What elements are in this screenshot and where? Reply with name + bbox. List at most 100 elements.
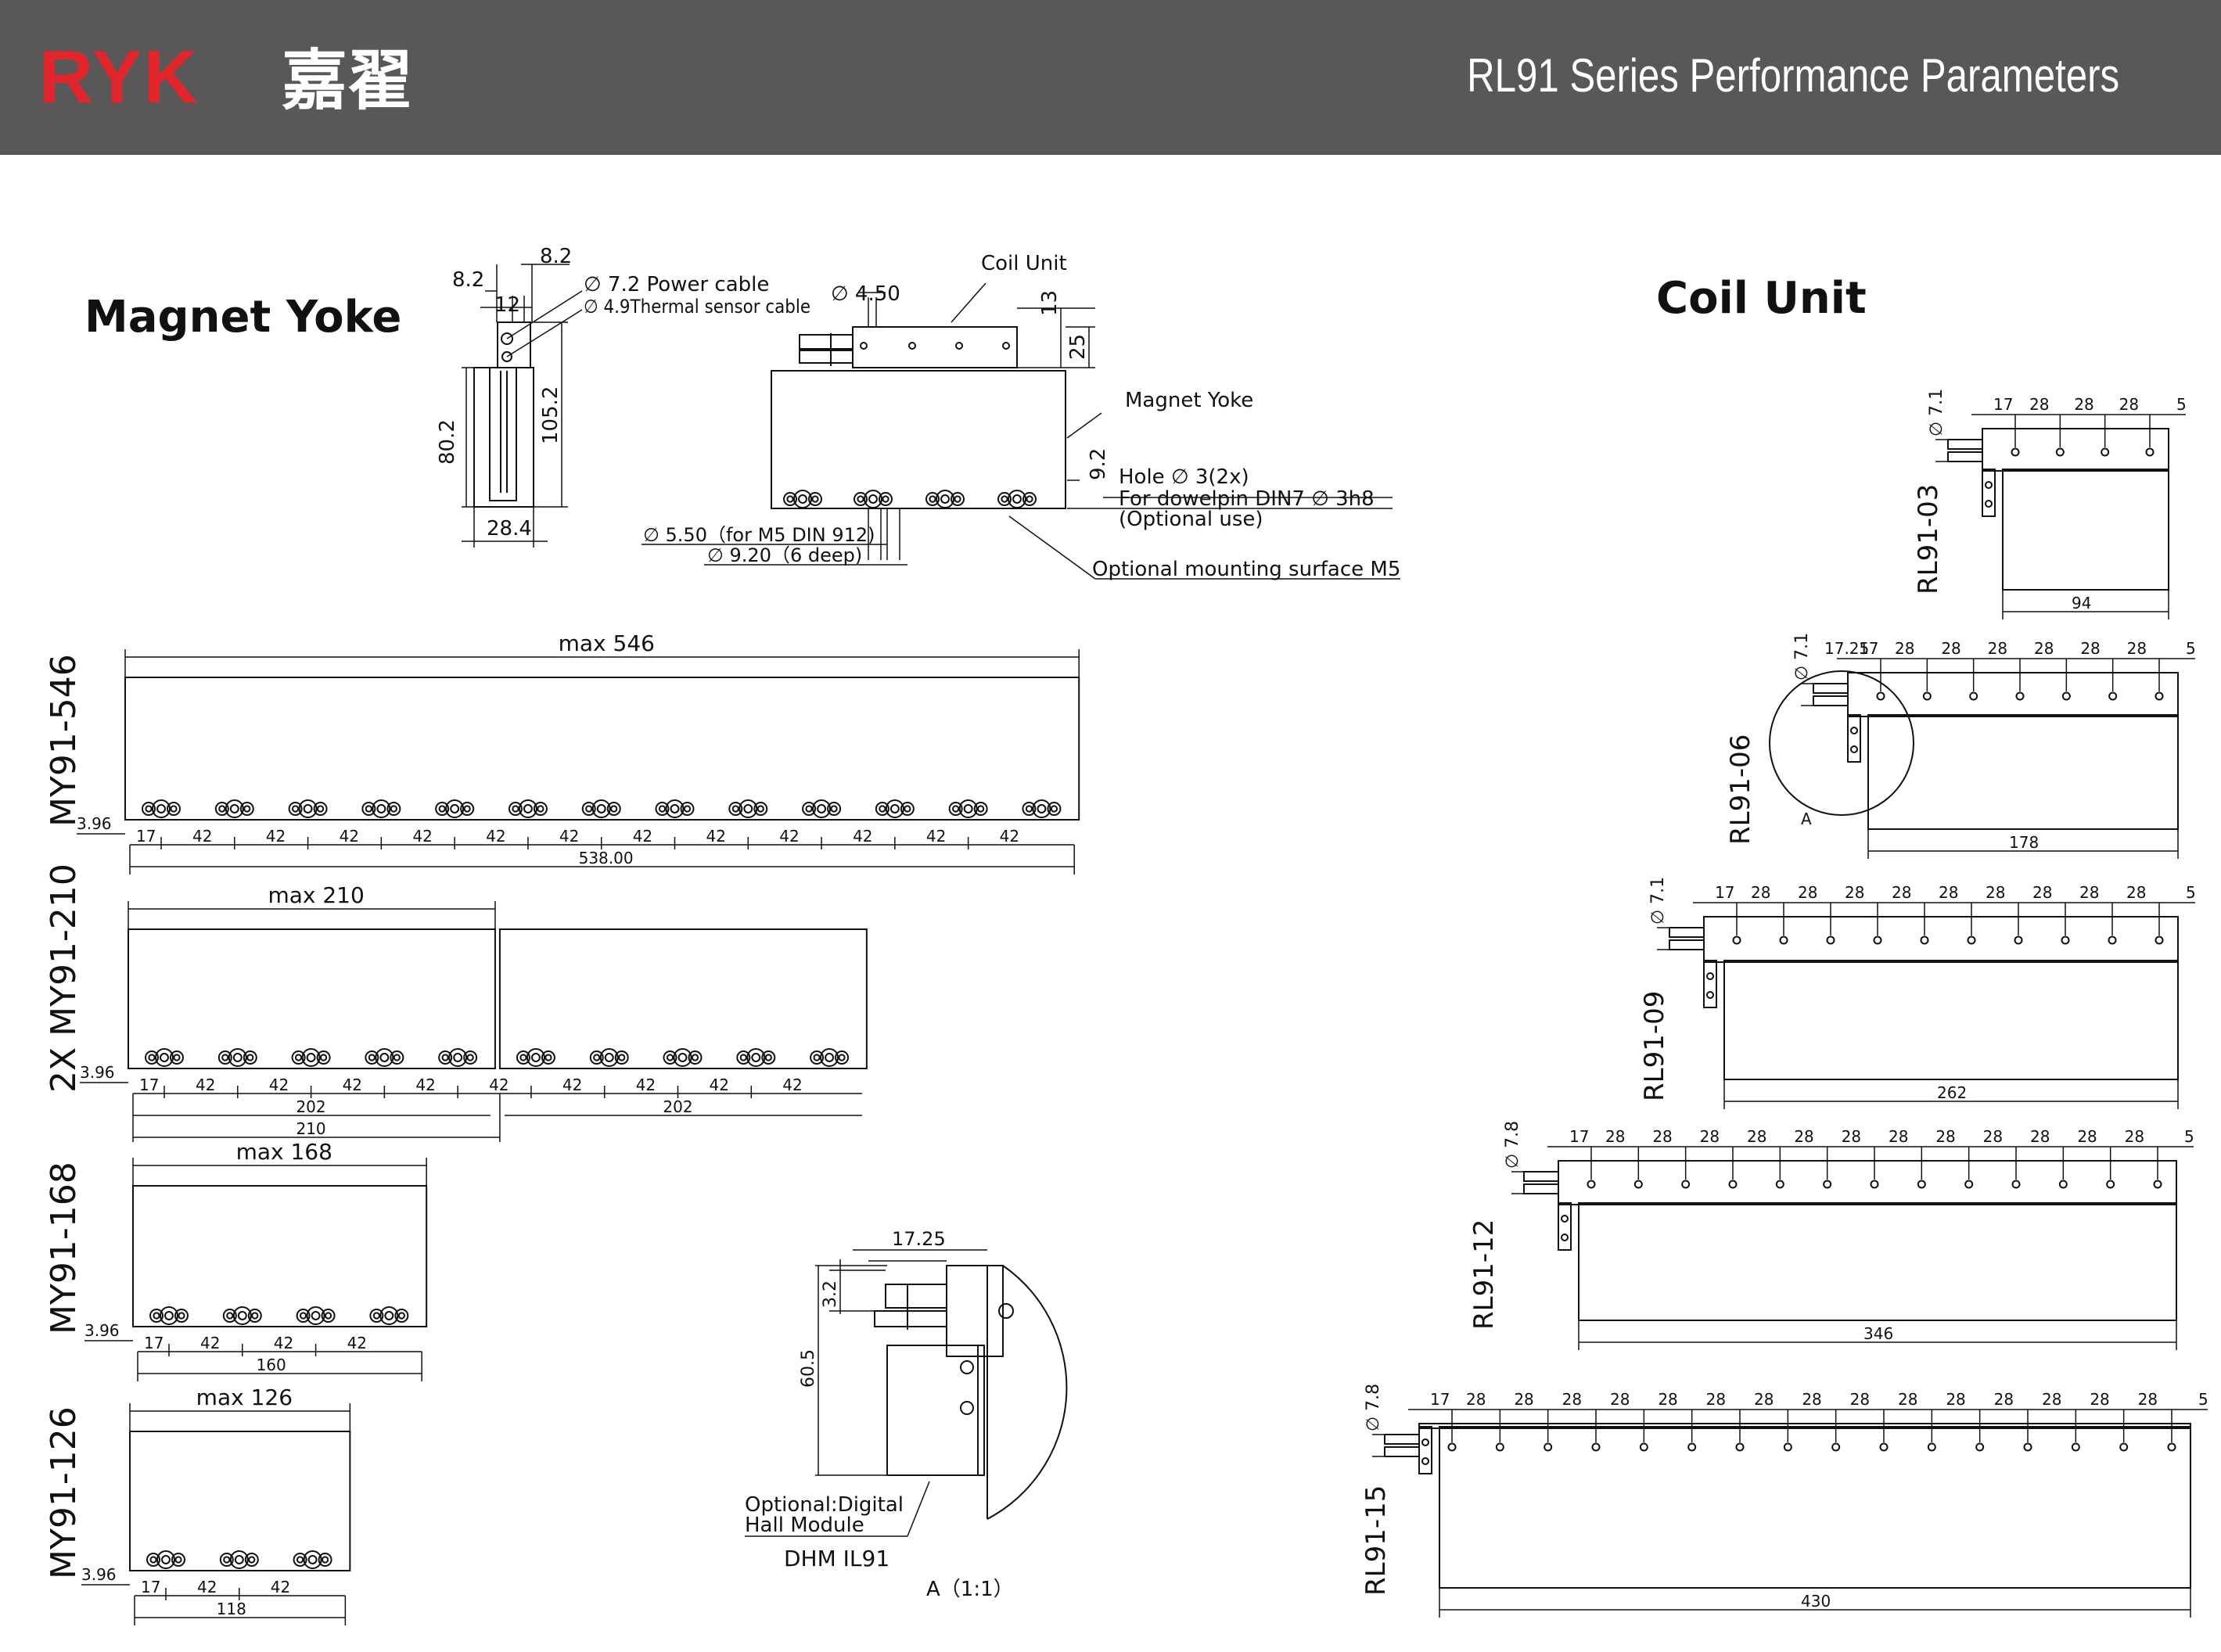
yoke-body	[124, 677, 1080, 821]
pitch-label: 42	[636, 1076, 656, 1094]
magnet-circle-inner	[243, 805, 251, 813]
magnet-circle-inner	[291, 805, 300, 813]
pitch-label: 28	[1754, 1390, 1774, 1409]
mounting-hole	[1823, 1180, 1832, 1189]
magnet-circle	[864, 490, 882, 508]
magnet-circle-inner	[438, 805, 446, 813]
magnet-circle	[291, 1050, 306, 1065]
first-pitch-label: 17	[1430, 1390, 1450, 1409]
magnet-circle-inner	[321, 1556, 329, 1564]
magnet-yoke-name: MY91-546	[44, 654, 84, 827]
magnet-circle-inner	[365, 805, 372, 813]
bracket-hole	[1985, 481, 1993, 489]
magnet-circle-inner	[229, 804, 239, 813]
mounting-hole	[1735, 1442, 1745, 1452]
mounting-hole	[2015, 691, 2025, 701]
magnet-circle-inner	[218, 805, 226, 813]
pitch-label: 42	[486, 827, 505, 846]
coil-top-plate	[1982, 428, 2169, 472]
magnet-circle	[160, 1306, 178, 1325]
pitch-label: 28	[1889, 1127, 1908, 1146]
pitch-label: 28	[1898, 1390, 1917, 1409]
magnet-circle	[688, 1050, 703, 1065]
magnet-circle	[225, 799, 244, 818]
coil-length-label: 94	[2072, 594, 2091, 612]
magnet-circle-inner	[757, 805, 764, 813]
mounting-hole	[1728, 1180, 1738, 1189]
mounting-surface-note: Optional mounting surface M5	[1092, 558, 1400, 581]
magnet-circle-inner	[940, 494, 950, 504]
magnet-circle-inner	[512, 805, 519, 813]
magnet-circle-inner	[857, 495, 864, 503]
magnet-circle	[746, 1048, 766, 1067]
first-pitch-label: 17	[144, 1334, 164, 1352]
magnet-circle-inner	[223, 1556, 231, 1564]
magnet-circle-inner	[311, 1311, 321, 1320]
magnet-circle-inner	[805, 805, 813, 813]
magnet-circle-inner	[174, 1556, 182, 1564]
pitch-label: 28	[1802, 1390, 1821, 1409]
magnet-circle-inner	[825, 1053, 835, 1062]
offset-label: 3.96	[84, 1321, 120, 1340]
magnet-circle-inner	[251, 1312, 259, 1320]
mounting-hole	[1964, 1180, 1974, 1189]
mounting-hole	[2119, 1442, 2129, 1452]
magnet-circle-inner	[658, 805, 667, 813]
magnet-circle	[663, 1050, 677, 1065]
magnet-circle-inner	[593, 1054, 601, 1061]
end-pitch-label: 5	[2186, 883, 2196, 902]
mounting-hole	[2011, 447, 2020, 457]
magnet-circle-inner	[232, 1053, 243, 1062]
coil-unit-name: RL91-06	[1725, 734, 1756, 845]
coil-body	[1723, 960, 2179, 1080]
mounting-hole	[2167, 1442, 2176, 1452]
pitch-label: 28	[1658, 1390, 1677, 1409]
pitch-label: 28	[2042, 1390, 2061, 1409]
magnet-circle	[219, 1553, 234, 1567]
magnet-circle-inner	[221, 1054, 229, 1061]
mounting-hole	[1967, 936, 1976, 945]
magnet-circle	[827, 802, 842, 816]
pitch-label: 28	[1706, 1390, 1726, 1409]
pitch-label: 28	[2119, 395, 2139, 414]
pitch-label: 28	[1946, 1390, 1965, 1409]
magnet-circle-inner	[670, 804, 680, 813]
magnet-circle-inner	[596, 804, 606, 813]
magnet-circle-inner	[376, 804, 386, 813]
magnet-circle-inner	[149, 1556, 157, 1564]
magnet-circle-inner	[393, 1054, 401, 1061]
magnet-circle-inner	[618, 1054, 626, 1061]
magnet-circle-inner	[1001, 495, 1008, 503]
magnet-circle-inner	[379, 1053, 390, 1062]
first-pitch-label: 17	[139, 1076, 159, 1094]
magnet-circle	[533, 802, 548, 816]
magnet-circle	[973, 802, 988, 816]
magnet-circle-inner	[838, 1054, 846, 1061]
magnet-circle-inner	[963, 804, 973, 813]
coil-length-label: 346	[1863, 1324, 1893, 1343]
magnet-circle-inner	[811, 495, 819, 503]
mounting-hole	[2108, 691, 2118, 701]
magnet-circle-inner	[153, 1312, 160, 1320]
cable-stub	[1523, 1171, 1559, 1182]
pitch-label: 42	[489, 1076, 509, 1094]
magnet-circle	[303, 1550, 322, 1569]
magnet-circle-inner	[813, 1054, 821, 1061]
magnet-yoke-name: MY91-168	[44, 1162, 84, 1334]
magnet-circle	[518, 799, 537, 818]
bracket-hole	[1561, 1234, 1569, 1241]
cable-stub	[1523, 1183, 1559, 1194]
magnet-circle-inner	[324, 1312, 332, 1320]
first-pitch-label: 17	[136, 827, 156, 846]
max-length-label: max 168	[236, 1139, 332, 1165]
magnet-circle	[589, 1050, 604, 1065]
cable-stub	[1813, 695, 1849, 706]
magnet-circle-inner	[954, 495, 961, 503]
cable-stub	[1947, 451, 1983, 462]
magnet-circle-inner	[319, 1054, 328, 1061]
pitch-label: 42	[710, 1076, 729, 1094]
mounting-hole	[1775, 1180, 1784, 1189]
magnet-circle	[301, 1048, 321, 1067]
end-pitch-label: 5	[2198, 1390, 2208, 1409]
